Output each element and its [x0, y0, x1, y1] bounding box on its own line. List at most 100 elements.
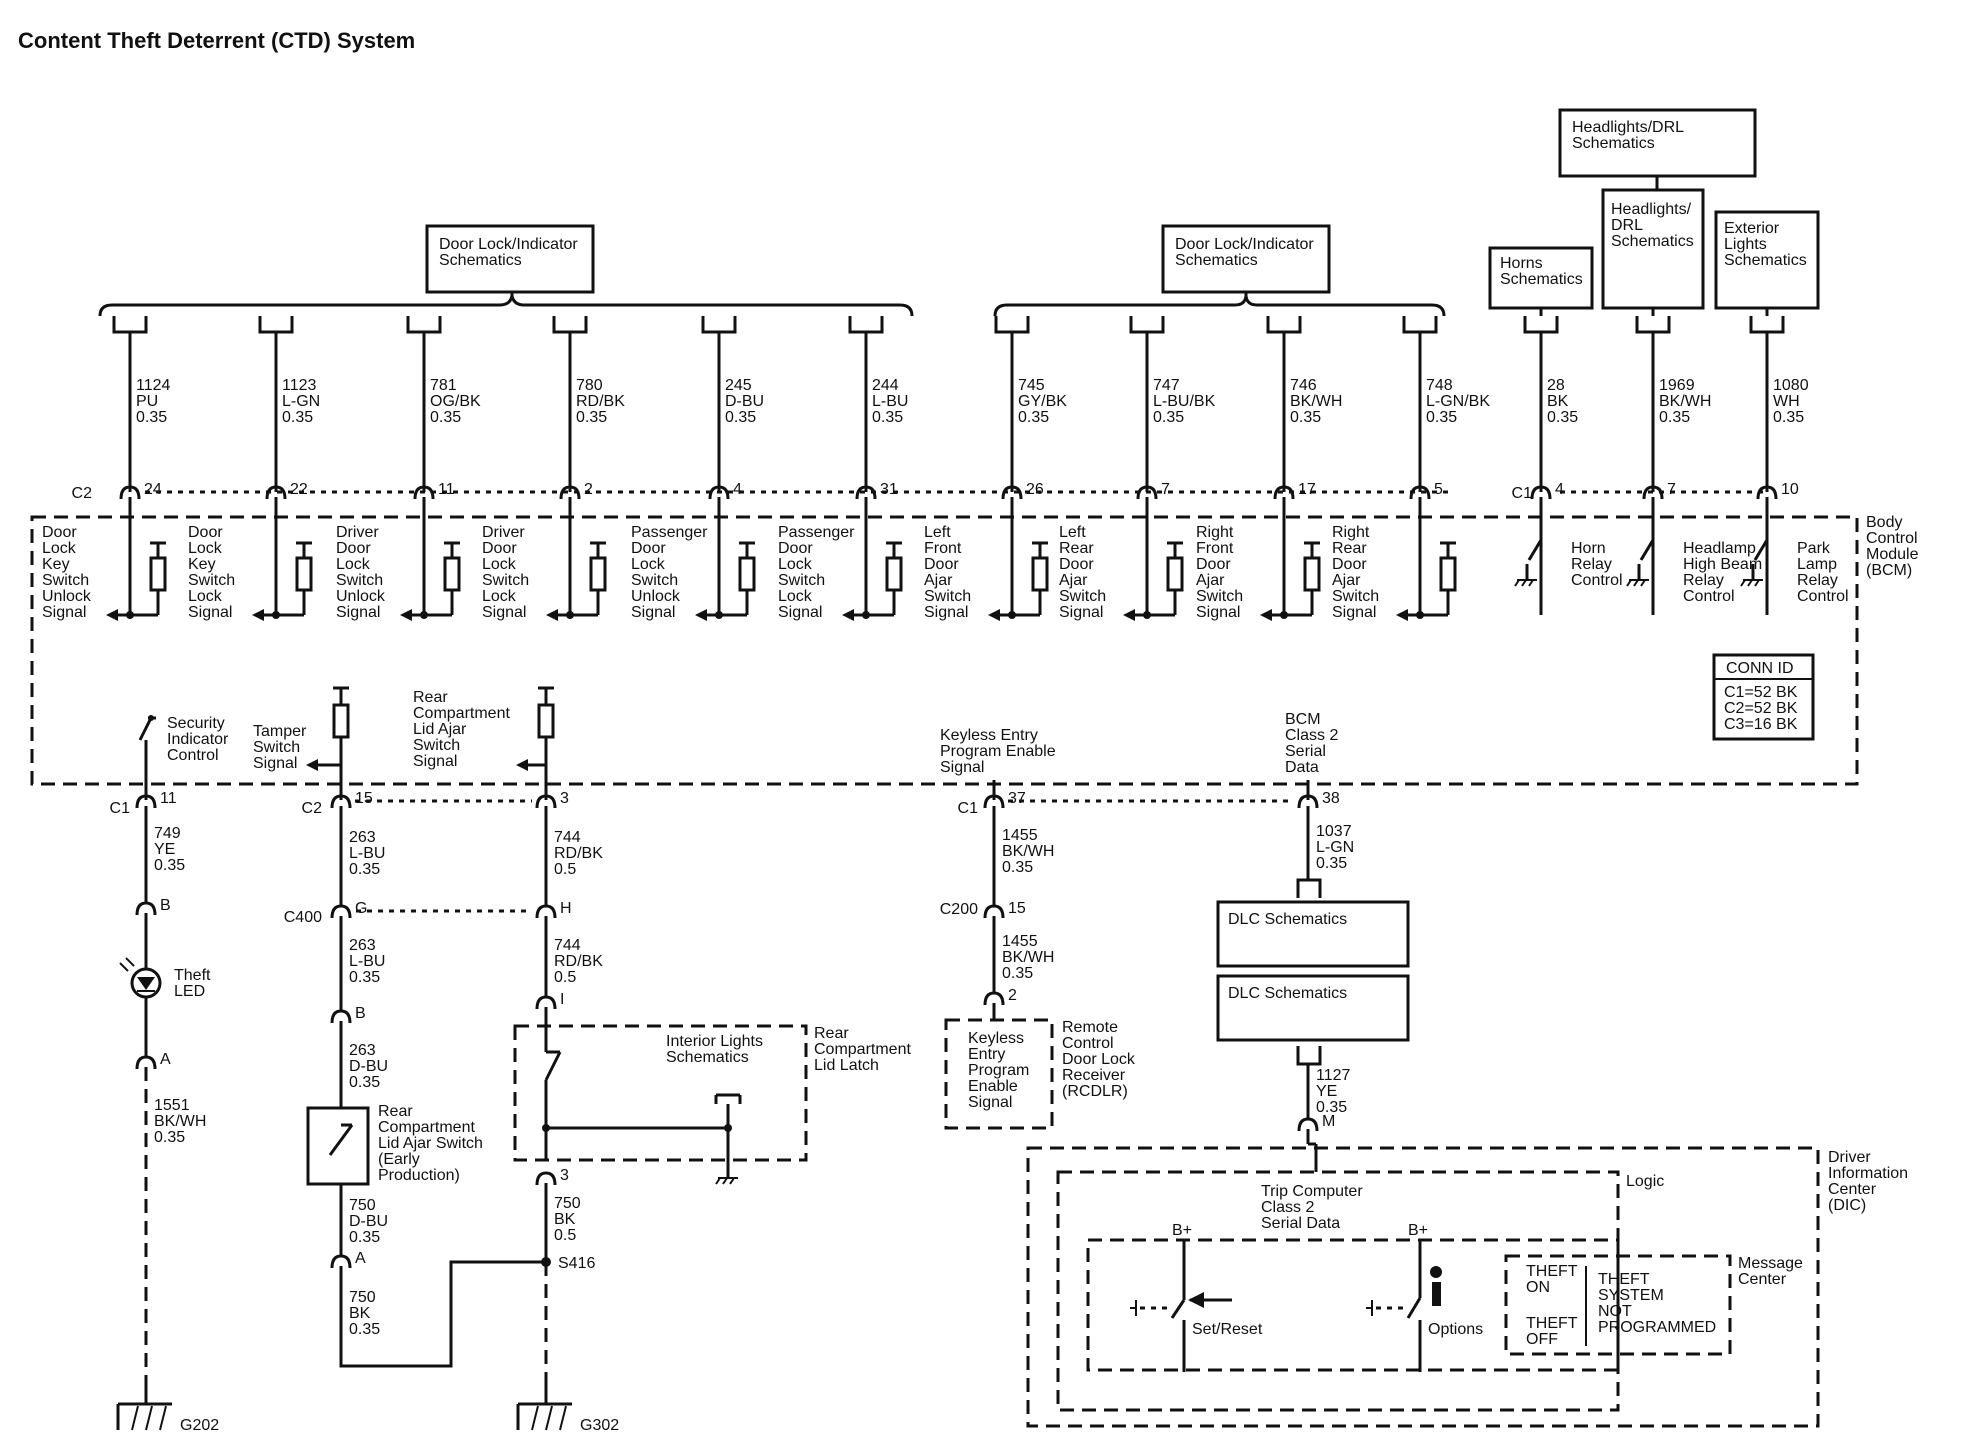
svg-text:Body: Body [1866, 514, 1902, 531]
top-connector-pin-label: 17 [1298, 481, 1316, 498]
relay-switch [1753, 539, 1769, 561]
svg-text:Schematics: Schematics [1611, 233, 1694, 250]
bcm-signal-label: Unlock [631, 588, 681, 605]
svg-text:Set/Reset: Set/Reset [1192, 1321, 1263, 1338]
wire-1455a-gauge: 0.35 [1002, 859, 1033, 876]
svg-text:CONN ID: CONN ID [1726, 660, 1794, 677]
wire-750c-gauge: 0.5 [554, 1227, 576, 1244]
bcm-signal-label: Driver [336, 524, 379, 541]
svg-text:Schematics: Schematics [1572, 135, 1655, 152]
top-wires: 1124PU0.3524DoorLockKeySwitchUnlockSigna… [42, 316, 1849, 621]
set-reset-switch[interactable]: B+ Set/Reset [1130, 1222, 1263, 1372]
svg-text:Rear: Rear [413, 689, 448, 706]
top-connector-pin-label: 7 [1667, 481, 1676, 498]
svg-text:Keyless Entry: Keyless Entry [940, 727, 1038, 744]
bcm-signal-label: Left [1059, 524, 1086, 541]
wire-terminal [1749, 316, 1785, 334]
svg-text:Program: Program [968, 1062, 1029, 1079]
signal-arrow [842, 609, 854, 621]
bcm-signal-label: Door [631, 540, 666, 557]
bcm-signal-label: Signal [188, 604, 232, 621]
wire-750c-color: BK [554, 1211, 576, 1228]
bcm-signal-label: Door [1332, 556, 1367, 573]
bcm-class2-serial-data: BCM Class 2 Serial Data [1285, 711, 1338, 800]
relay-switch [1639, 539, 1655, 561]
c2-pin-15 [330, 794, 352, 809]
c400-pin-g-label: G [355, 900, 367, 917]
bcm-signal-label: Left [924, 524, 951, 541]
wire-terminal [1523, 316, 1559, 334]
svg-text:G202: G202 [180, 1417, 219, 1434]
bcm-signal-label: Signal [1059, 604, 1103, 621]
top-connector-pin-label: 4 [733, 481, 742, 498]
keyless-entry-signal: Keyless Entry Program Enable Signal [940, 727, 1056, 800]
pin-3b [535, 1171, 557, 1186]
svg-text:Lid Latch: Lid Latch [814, 1057, 879, 1074]
tamper-switch-signal: Tamper Switch Signal [253, 686, 350, 800]
top-wire-circuit: 245 [725, 377, 752, 394]
connector-c1-bottom-label: C1 [110, 800, 131, 817]
c1-pin-37-label: 37 [1008, 790, 1026, 807]
wire-750b-gauge: 0.35 [349, 1321, 380, 1338]
bcm-signal-label: Ajar [924, 572, 953, 589]
svg-text:Class 2: Class 2 [1261, 1199, 1314, 1216]
wire-263c-gauge: 0.35 [349, 1074, 380, 1091]
signal-arrow [1123, 609, 1135, 621]
options-switch[interactable]: B+ Options [1366, 1222, 1483, 1372]
bcm-signal-label: Switch [778, 572, 825, 589]
bcm-signal-label: Unlock [336, 588, 386, 605]
dlc-ref-box-2: DLC Schematics [1216, 974, 1410, 1066]
pullup-resistor [443, 556, 461, 592]
c1-pin-38 [1297, 794, 1319, 809]
door-lock-ref-box-right: Door Lock/Indicator Schematics [1161, 224, 1331, 294]
bcm-signal-label: Lock [482, 556, 517, 573]
bcm-signal-label: Switch [1332, 588, 1379, 605]
ground [1740, 579, 1746, 587]
top-wire-gauge: 0.35 [1773, 409, 1804, 426]
pullup-resistor [738, 556, 756, 592]
bcm-signal-label: Passenger [631, 524, 708, 541]
wire-744b-gauge: 0.5 [554, 969, 576, 986]
top-wire-color: BK/WH [1290, 393, 1342, 410]
pin-3b-label: 3 [560, 1167, 569, 1184]
bcm-signal-label: Signal [631, 604, 675, 621]
svg-text:Switch: Switch [413, 737, 460, 754]
bcm-signal-label: Ajar [1332, 572, 1361, 589]
pin-a2 [330, 1254, 352, 1269]
svg-text:Rear: Rear [814, 1025, 849, 1042]
wire-terminal [1266, 316, 1302, 334]
wire-750b-color: BK [349, 1305, 371, 1322]
c400-pin-h [535, 904, 557, 919]
bcm-signal-label: Switch [1059, 588, 1106, 605]
pin-b2-label: B [355, 1005, 366, 1022]
svg-text:Lid Ajar: Lid Ajar [413, 721, 467, 738]
ground-g202: G202 [116, 1380, 219, 1434]
dlc-ref-box-1: DLC Schematics [1216, 878, 1410, 968]
svg-text:Enable: Enable [968, 1078, 1018, 1095]
ground-g302: G302 [516, 1380, 619, 1434]
c1-pin-11-label: 11 [160, 790, 177, 807]
signal-arrow [988, 609, 1000, 621]
page-title: Content Theft Deterrent (CTD) System [18, 28, 415, 53]
bcm-signal-label: Lock [778, 588, 813, 605]
bcm-signal-label: Control [1683, 588, 1735, 605]
svg-text:Control: Control [1062, 1035, 1114, 1052]
top-wire-gauge: 0.35 [872, 409, 903, 426]
top-wire-6: 244L-BU0.3531PassengerDoorLockSwitchLock… [778, 316, 908, 621]
info-icon [1430, 1266, 1442, 1278]
rear-lid-ajar-switch-early: Rear Compartment Lid Ajar Switch (Early … [306, 1103, 483, 1186]
bcm-signal-label: Front [1196, 540, 1234, 557]
bcm-signal-label: Switch [924, 588, 971, 605]
svg-text:Signal: Signal [940, 759, 984, 776]
rear-compartment-lid-latch: Rear Compartment Lid Latch Interior Ligh… [513, 1024, 911, 1185]
signal-arrow [252, 609, 264, 621]
wire-terminal [1402, 316, 1438, 334]
c2-pin-3-label: 3 [560, 790, 569, 807]
wire-terminal [1129, 316, 1165, 334]
bcm-signal-label: Rear [1059, 540, 1094, 557]
top-wire-gauge: 0.35 [725, 409, 756, 426]
ground [1528, 579, 1534, 587]
